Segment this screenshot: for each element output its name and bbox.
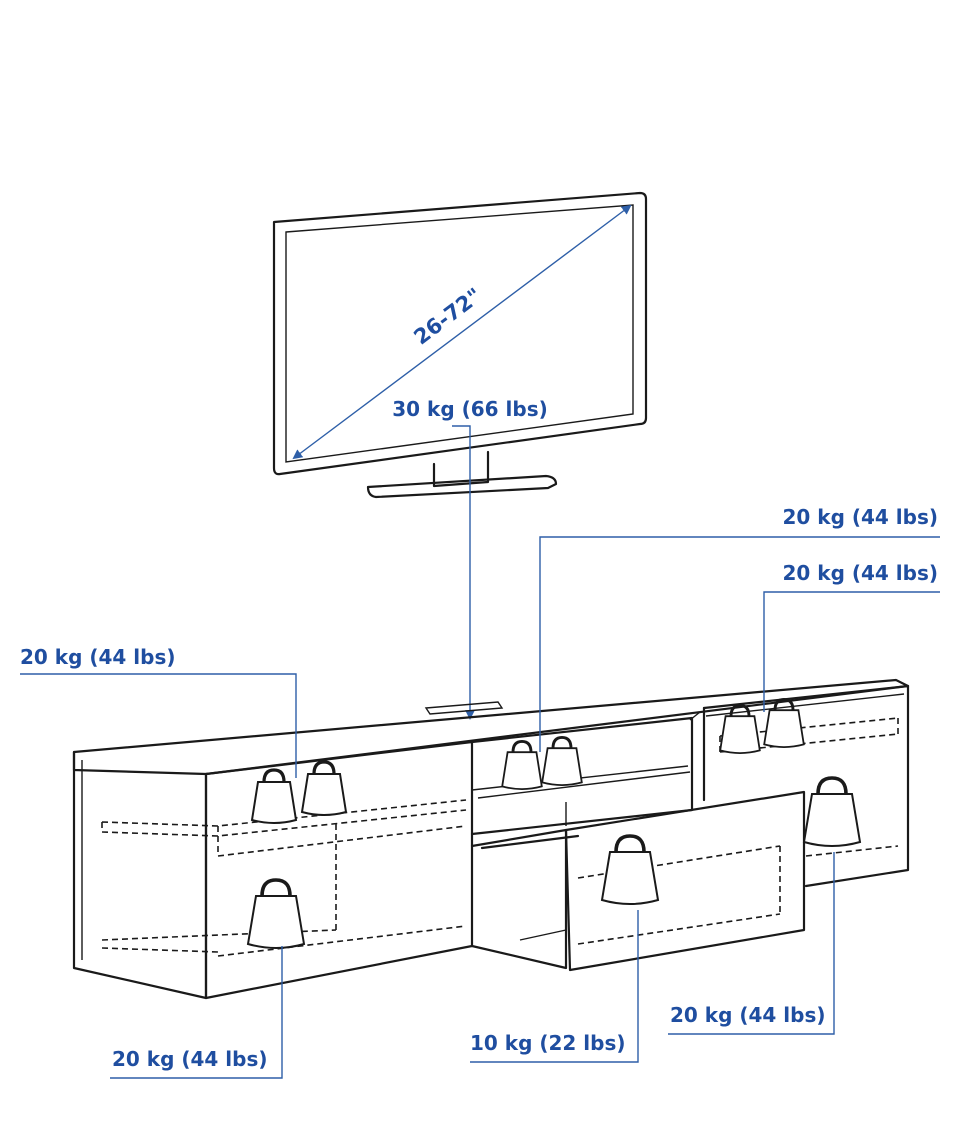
television-icon	[272, 191, 648, 499]
label-bottom-drawer: 10 kg (22 lbs)	[470, 1031, 626, 1055]
label-left-shelf: 20 kg (44 lbs)	[20, 645, 176, 669]
label-bottom-left: 20 kg (44 lbs)	[112, 1047, 268, 1071]
leader-bottom-left	[110, 946, 283, 1079]
tv-weight-label: 30 kg (66 lbs)	[392, 397, 548, 421]
label-bottom-right: 20 kg (44 lbs)	[670, 1003, 826, 1027]
tv-diagonal-label: 26-72"	[409, 283, 486, 349]
leader-left-shelf	[20, 673, 297, 778]
tv-diagonal-arrow	[292, 204, 632, 460]
kettlebell-weight-icon	[246, 697, 862, 950]
label-top-right-2: 20 kg (44 lbs)	[782, 561, 938, 585]
leader-bottom-drawer	[470, 910, 639, 1063]
leader-bottom-right	[668, 852, 835, 1035]
tv-weight-leader	[452, 425, 475, 720]
label-top-right-1: 20 kg (44 lbs)	[782, 505, 938, 529]
leader-top-right-2	[763, 591, 940, 712]
leader-top-right-1	[539, 536, 940, 752]
